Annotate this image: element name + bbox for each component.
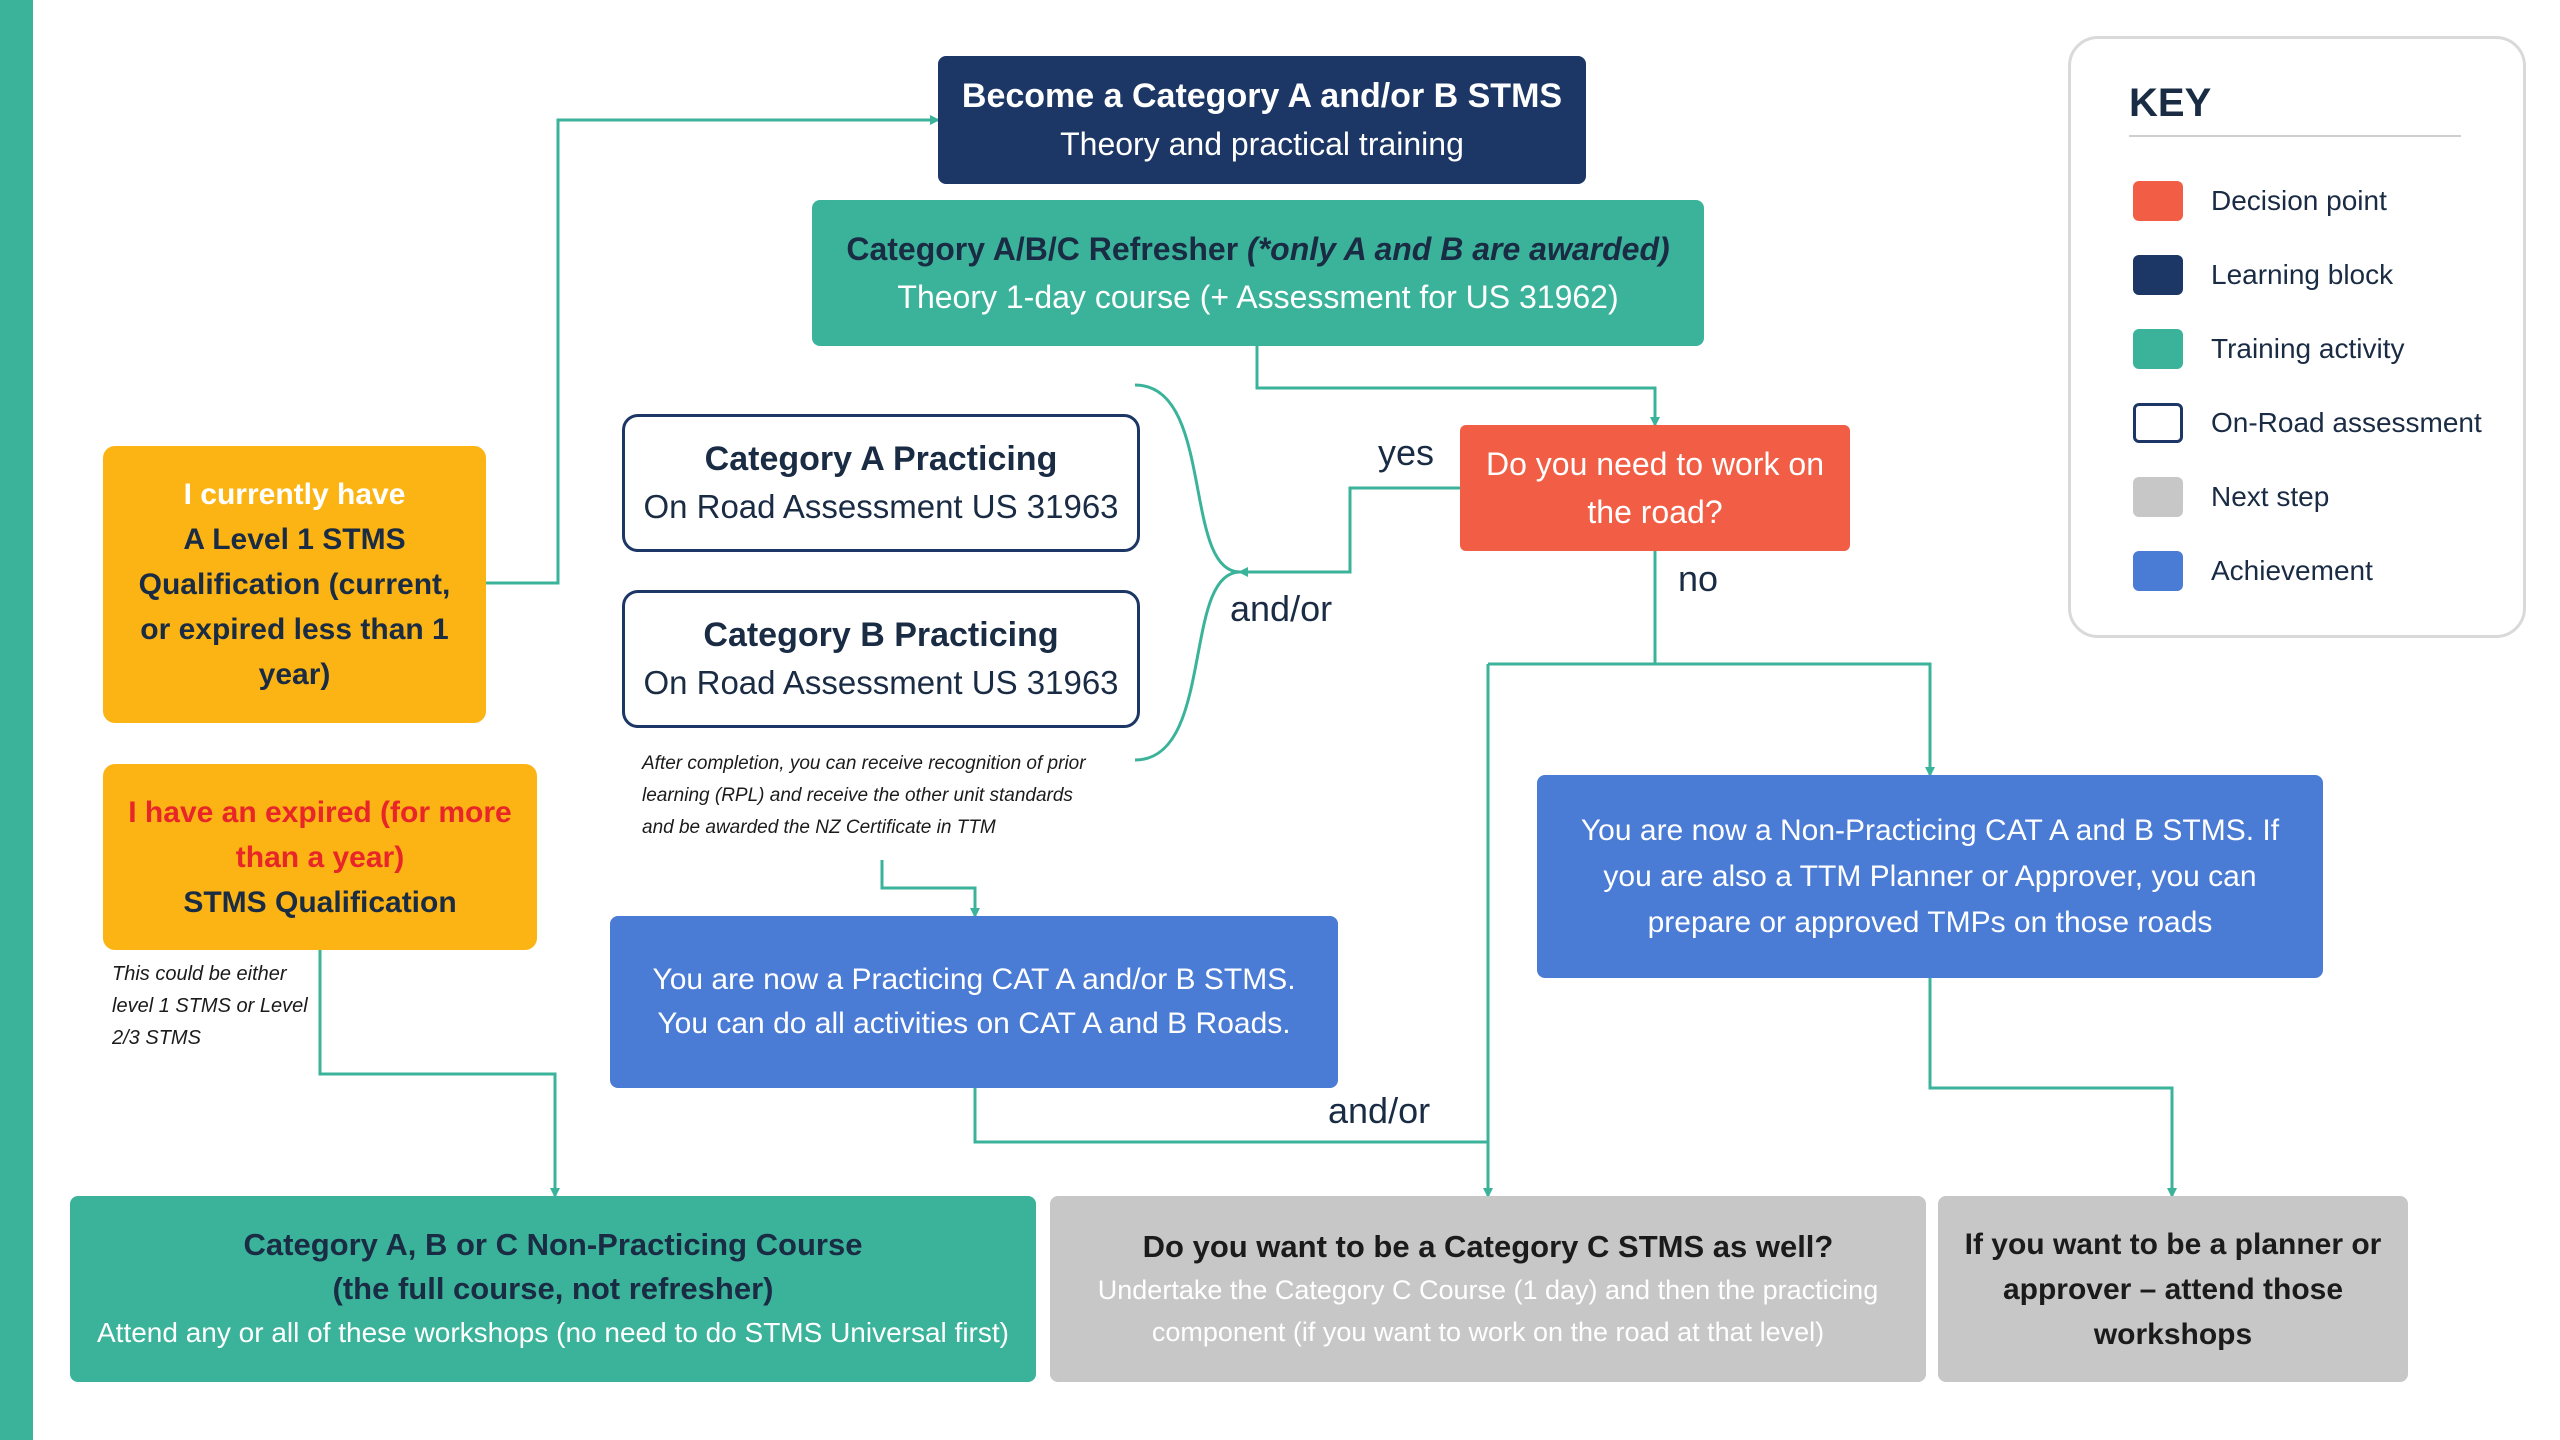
arrow-no-to-non-practicing <box>1488 662 1935 777</box>
category-b-assessment-box: Category B Practicing On Road Assessment… <box>622 590 1140 728</box>
category-b-subtitle: On Road Assessment US 31963 <box>643 664 1119 701</box>
non-practicing-achievement-box: You are now a Non-Practicing CAT A and B… <box>1537 775 2323 978</box>
key-item-training-activity: Training activity <box>2133 329 2404 369</box>
key-label-training-activity: Training activity <box>2211 333 2405 364</box>
work-on-road-decision-box: Do you need to work on the road? <box>1460 425 1850 551</box>
category-a-subtitle: On Road Assessment US 31963 <box>643 488 1119 525</box>
practicing-achievement-box: You are now a Practicing CAT A and/or B … <box>610 916 1338 1088</box>
decision-point-swatch <box>2133 181 2183 221</box>
category-c-line-2: Undertake the Category C Course (1 day) … <box>1097 1275 1879 1305</box>
current-qualification-box: I currently have A Level 1 STMS Qualific… <box>103 446 486 723</box>
category-c-line-1: Do you want to be a Category C STMS as w… <box>1142 1229 1834 1264</box>
refresher-course-box: Category A/B/C Refresher (*only A and B … <box>812 200 1704 346</box>
planner-line-1: If you want to be a planner or <box>1964 1227 2382 1261</box>
non-practicing-line-3: prepare or approved TMPs on those roads <box>1647 905 2213 939</box>
expired-note-line-1: This could be either <box>112 963 287 985</box>
training-activity-swatch <box>2133 329 2183 369</box>
current-line-1: I currently have <box>183 478 406 511</box>
become-title: Become a Category A and/or B STMS <box>961 77 1563 115</box>
key-item-on-road-assessment: On-Road assessment <box>2133 403 2482 443</box>
category-b-title: Category B Practicing <box>703 616 1059 654</box>
category-c-next-step-box: Do you want to be a Category C STMS as w… <box>1050 1196 1926 1382</box>
key-label-achievement: Achievement <box>2211 555 2373 586</box>
expired-line-1: I have an expired (for more <box>128 795 512 829</box>
key-label-learning-block: Learning block <box>2211 259 2394 290</box>
category-c-line-3: component (if you want to work on the ro… <box>1151 1317 1825 1347</box>
practicing-line-2: You can do all activities on CAT A and B… <box>657 1007 1291 1040</box>
arrow-note-to-practicing-achievement <box>880 860 980 918</box>
arrow-non-practicing-to-planner <box>1928 978 2177 1198</box>
expired-note-line-2: level 1 STMS or Level <box>112 995 308 1017</box>
next-step-swatch <box>2133 477 2183 517</box>
category-a-assessment-box: Category A Practicing On Road Assessment… <box>622 414 1140 552</box>
line-practicing-to-cat-c <box>973 1088 1488 1144</box>
arrow-expired-to-course <box>318 950 560 1198</box>
refresher-title-main: Category A/B/C Refresher <box>846 231 1248 267</box>
refresher-subtitle: Theory 1-day course (+ Assessment for US… <box>897 279 1619 315</box>
decision-line-2: the road? <box>1587 494 1723 530</box>
non-practicing-course-box: Category A, B or C Non-Practicing Course… <box>70 1196 1036 1382</box>
left-accent-stripe <box>0 0 33 1440</box>
key-item-learning-block: Learning block <box>2133 255 2393 295</box>
course-line-2: (the full course, not refresher) <box>332 1271 774 1306</box>
refresher-title: Category A/B/C Refresher (*only A and B … <box>846 225 1669 273</box>
refresher-title-note: (*only A and B are awarded) <box>1247 231 1670 267</box>
decision-line-1: Do you need to work on <box>1486 446 1824 482</box>
practicing-line-1: You are now a Practicing CAT A and/or B … <box>652 963 1296 996</box>
course-line-1: Category A, B or C Non-Practicing Course <box>243 1227 863 1262</box>
planner-line-2: approver – attend those <box>2002 1272 2344 1306</box>
key-label-decision-point: Decision point <box>2211 185 2387 216</box>
expired-note-line-3: 2/3 STMS <box>112 1027 201 1049</box>
key-item-decision-point: Decision point <box>2133 181 2387 221</box>
expired-qualification-box: I have an expired (for more than a year)… <box>103 764 537 950</box>
current-line-4: or expired less than 1 <box>140 613 449 646</box>
expired-note: This could be either level 1 STMS or Lev… <box>112 958 308 1054</box>
rpl-note-line-3: and be awarded the NZ Certificate in TTM <box>642 817 996 838</box>
and-or-label-bottom: and/or <box>1328 1090 1431 1131</box>
curly-brace-practicing <box>1134 383 1241 762</box>
become-category-ab-box: Become a Category A and/or B STMS Theory… <box>938 56 1586 184</box>
arrow-refresher-to-decision <box>1255 346 1660 427</box>
key-label-next-step: Next step <box>2211 481 2330 512</box>
key-label-on-road-assessment: On-Road assessment <box>2211 407 2482 438</box>
achievement-swatch <box>2133 551 2183 591</box>
planner-next-step-box: If you want to be a planner or approver … <box>1938 1196 2408 1382</box>
non-practicing-line-1: You are now a Non-Practicing CAT A and B… <box>1580 813 2280 847</box>
expired-line-2: than a year) <box>235 840 405 874</box>
rpl-note-line-1: After completion, you can receive recogn… <box>642 753 1086 774</box>
learning-block-swatch <box>2133 255 2183 295</box>
key-item-achievement: Achievement <box>2133 551 2373 591</box>
on-road-assessment-swatch <box>2133 403 2183 443</box>
category-a-title: Category A Practicing <box>704 440 1058 478</box>
arrow-current-to-become <box>486 115 940 585</box>
yes-label: yes <box>1378 432 1435 473</box>
current-line-3: Qualification (current, <box>138 568 451 601</box>
planner-line-3: workshops <box>2093 1317 2253 1351</box>
rpl-note-line-2: learning (RPL) and receive the other uni… <box>642 785 1073 806</box>
arrow-decision-yes-to-practicing <box>1238 486 1460 577</box>
course-line-3: Attend any or all of these workshops (no… <box>97 1317 1009 1348</box>
key-legend: KEY Decision point Learning block Traini… <box>2068 36 2526 638</box>
no-label: no <box>1678 558 1719 599</box>
non-practicing-line-2: you are also a TTM Planner or Approver, … <box>1603 859 2257 893</box>
key-title: KEY <box>2129 81 2212 125</box>
key-divider <box>2129 135 2461 137</box>
current-line-2: A Level 1 STMS <box>183 523 406 556</box>
rpl-note: After completion, you can receive recogn… <box>642 748 1086 844</box>
expired-line-3: STMS Qualification <box>183 885 457 919</box>
key-item-next-step: Next step <box>2133 477 2329 517</box>
current-line-5: year) <box>258 658 331 691</box>
and-or-label-brace: and/or <box>1230 588 1333 629</box>
become-subtitle: Theory and practical training <box>1060 126 1464 162</box>
